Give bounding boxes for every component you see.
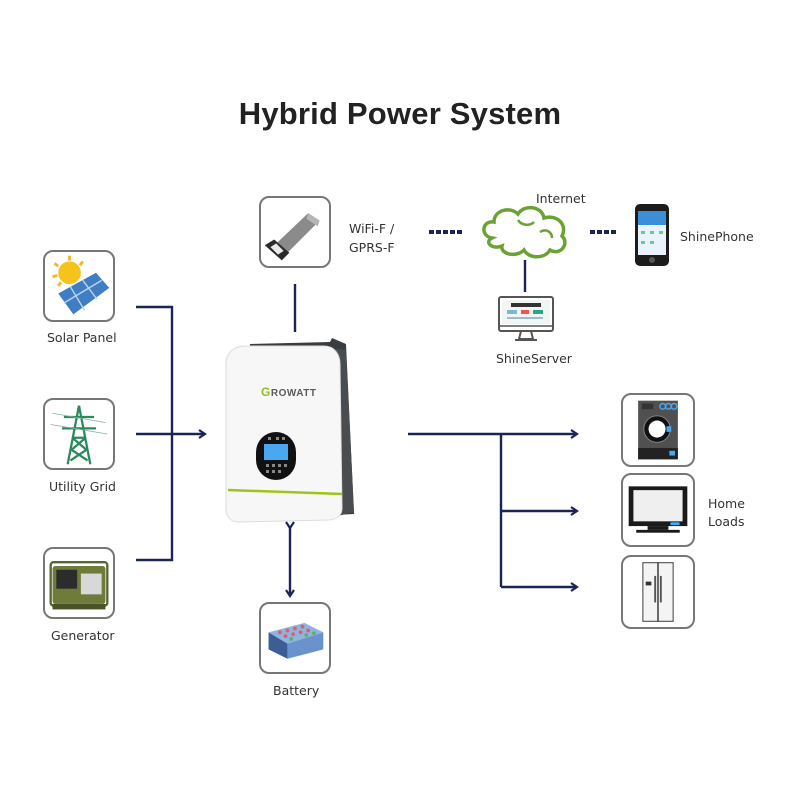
cloud-icon bbox=[482, 205, 567, 259]
battery-box bbox=[259, 602, 331, 674]
wifi-dongle-icon bbox=[264, 213, 320, 261]
transmission-tower-icon bbox=[50, 405, 108, 465]
battery-icon bbox=[268, 622, 324, 659]
shineserver-label: ShineServer bbox=[496, 351, 572, 366]
battery-label: Battery bbox=[273, 683, 320, 698]
smartphone-icon bbox=[635, 204, 669, 266]
home-loads-label: Home Loads bbox=[708, 495, 745, 531]
solar-panel-icon bbox=[52, 255, 110, 315]
wifi-dongle-label: WiFi-F / GPRS-F bbox=[349, 219, 395, 257]
refrigerator-box bbox=[621, 555, 695, 629]
inverter-icon bbox=[225, 338, 354, 523]
washing-machine-box bbox=[621, 393, 695, 467]
inverter-brand: GROWATT bbox=[261, 385, 316, 399]
wifi-dongle-box bbox=[259, 196, 331, 268]
wifi-dongle-label-line1: WiFi-F / bbox=[349, 221, 395, 236]
solar-panel-box bbox=[43, 250, 115, 322]
refrigerator-icon bbox=[642, 562, 674, 622]
television-box bbox=[621, 473, 695, 547]
internet-label: Internet bbox=[536, 191, 586, 206]
shinephone-label: ShinePhone bbox=[680, 229, 754, 244]
generator-box bbox=[43, 547, 115, 619]
utility-grid-box bbox=[43, 398, 115, 470]
home-loads-label-line2: Loads bbox=[708, 514, 745, 529]
television-icon bbox=[628, 486, 688, 533]
solar-connector bbox=[136, 305, 174, 562]
utility-grid-label: Utility Grid bbox=[49, 479, 116, 494]
generator-label: Generator bbox=[51, 628, 115, 643]
inverter-brand-rest: ROWATT bbox=[270, 388, 317, 399]
solar-panel-label: Solar Panel bbox=[47, 330, 117, 345]
inverter-brand-g: G bbox=[261, 385, 271, 399]
monitor-icon bbox=[498, 296, 554, 341]
diagram-title: Hybrid Power System bbox=[238, 96, 562, 131]
washing-machine-icon bbox=[638, 400, 678, 460]
generator-icon bbox=[49, 561, 109, 610]
wifi-dongle-label-line2: GPRS-F bbox=[349, 240, 395, 255]
home-loads-label-line1: Home bbox=[708, 496, 745, 511]
